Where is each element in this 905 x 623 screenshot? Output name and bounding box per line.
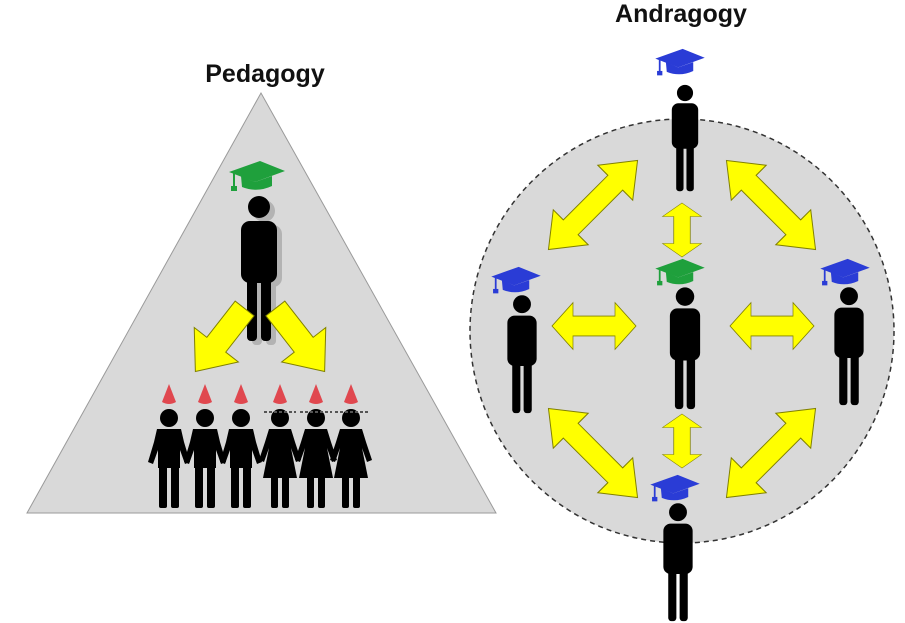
- pedagogy-title: Pedagogy: [205, 60, 325, 88]
- graduation-cap-icon: [655, 48, 705, 76]
- andragogy-title: Andragogy: [615, 0, 747, 28]
- students-group: [148, 384, 372, 508]
